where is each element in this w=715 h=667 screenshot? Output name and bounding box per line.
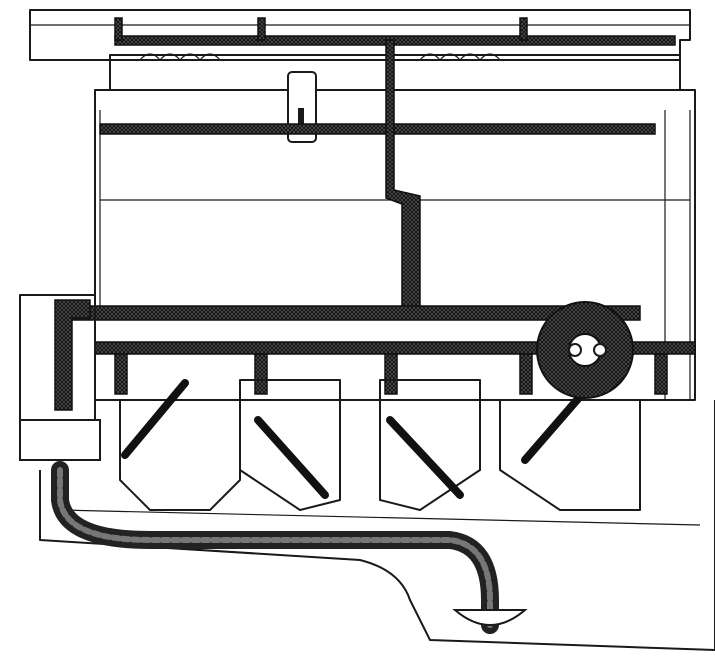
cylinder-head (29, 9, 691, 91)
oil-strainer (452, 609, 528, 626)
oil-level-line (59, 509, 701, 526)
head-riser-right (519, 17, 528, 41)
oil-pickup-tube-core (57, 467, 493, 628)
timing-gear (536, 301, 634, 399)
main-bearing-webs (114, 353, 668, 395)
head-riser-left (114, 17, 123, 41)
crankshaft (119, 379, 641, 511)
head-riser-mid (257, 17, 266, 41)
oil-pan (39, 400, 715, 651)
head-oil-gallery (114, 35, 676, 46)
oil-pump-housing (19, 294, 101, 461)
vertical-oil-riser (385, 39, 421, 311)
camshaft-oil-gallery (99, 123, 656, 135)
